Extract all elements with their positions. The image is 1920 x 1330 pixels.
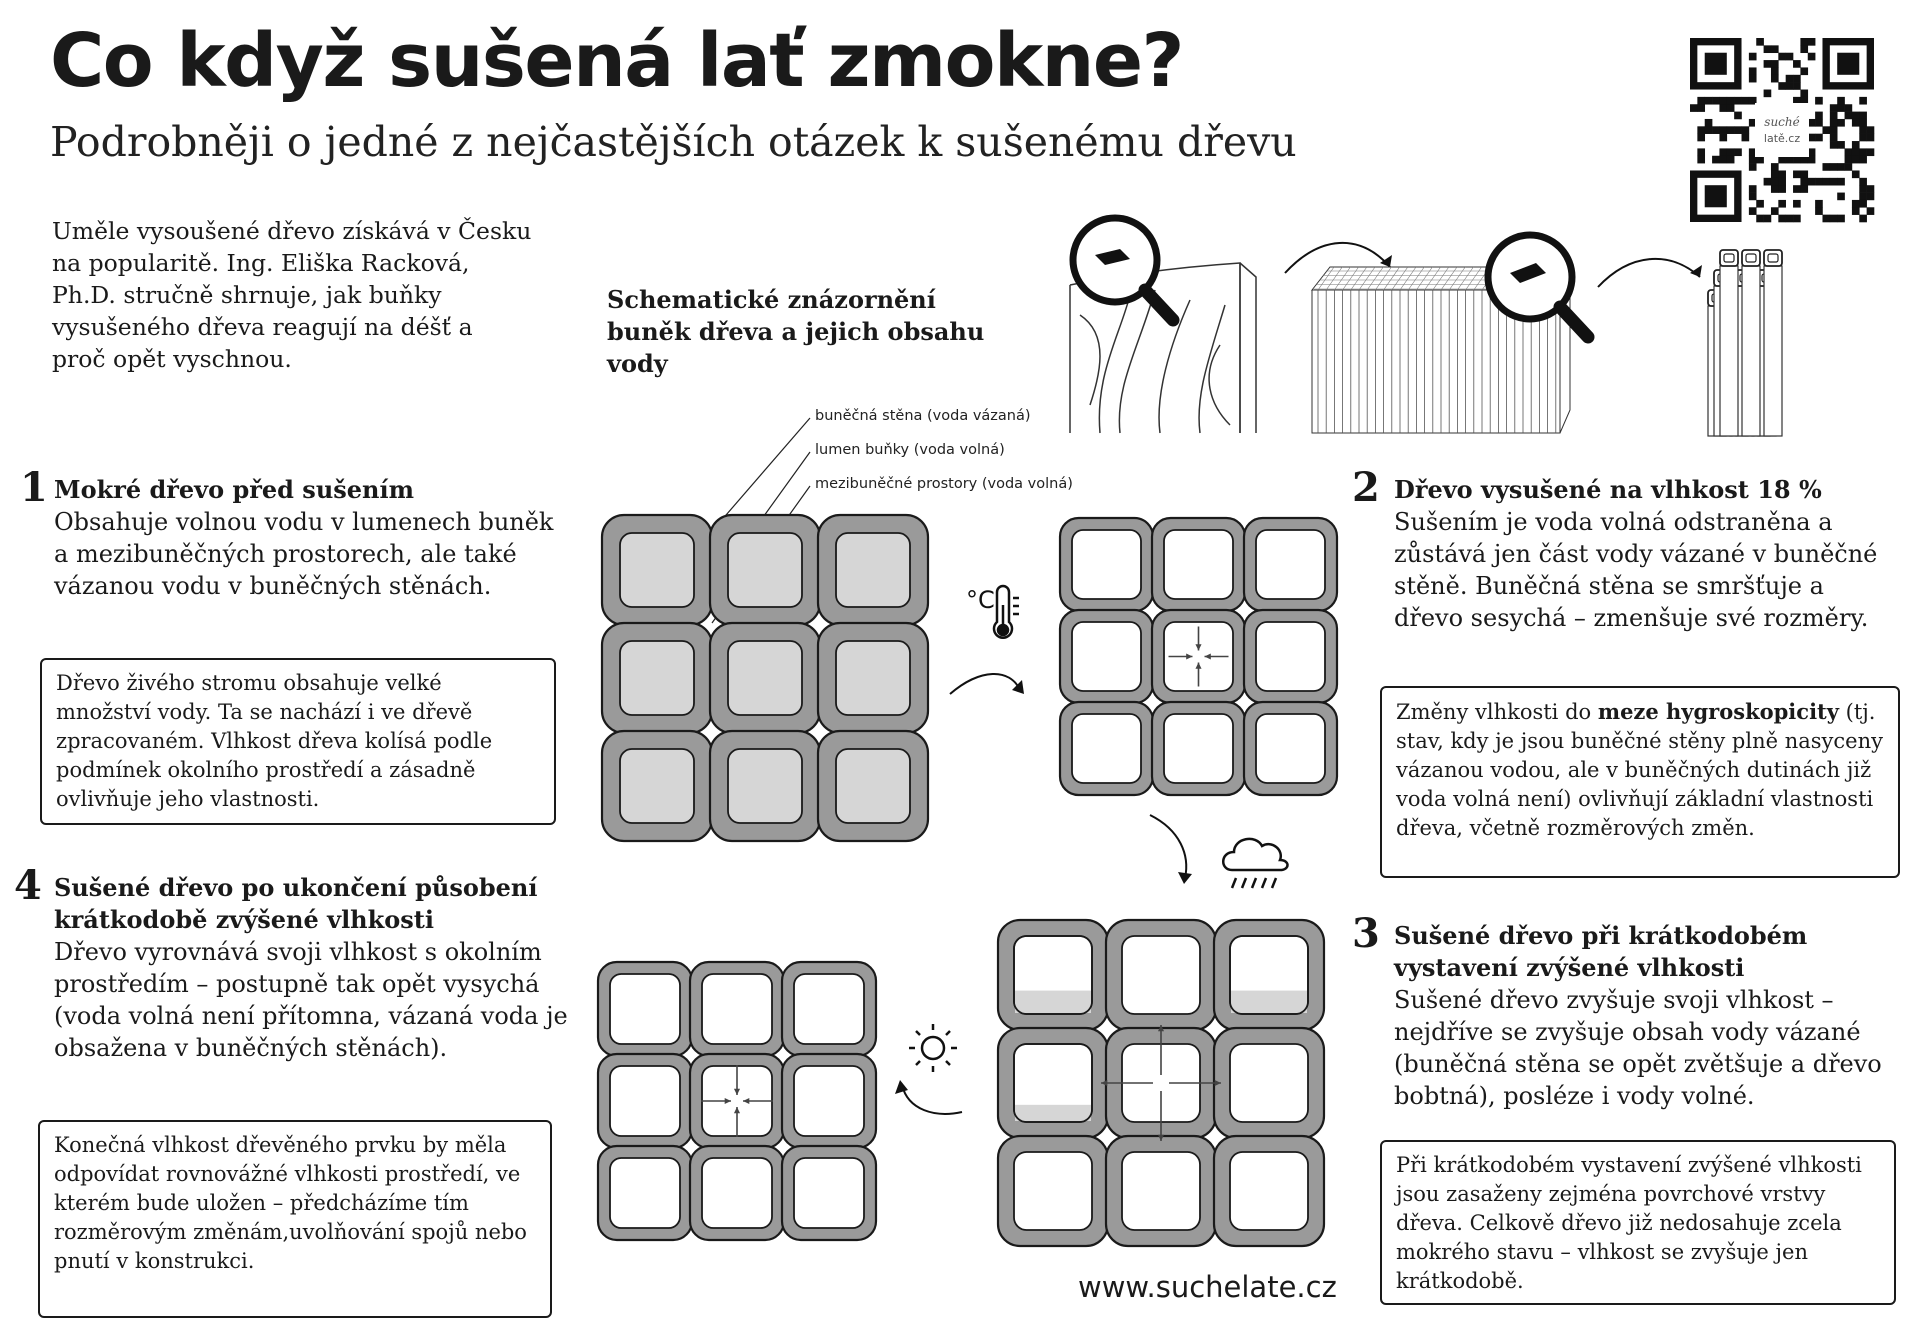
magnifier-icon [1484,231,1595,344]
legend-cell-wall: buněčná stěna (voda vázaná) [815,408,1031,424]
arrow-3-to-4 [901,1084,963,1115]
schema-title: Schematické znázornění buněk dřeva a jej… [607,285,985,378]
wood-cell [1104,1134,1218,1248]
wood-cell [1058,700,1155,797]
qr-code-icon: suché latě.cz [1690,38,1875,223]
arrow-heads [895,680,1192,1094]
note-box-4: Konečná vlhkost dřevěného prvku by měla … [38,1120,552,1318]
wood-cell [780,1052,878,1150]
thermometer-icon: °C [966,584,1019,639]
wood-illustrations [1069,214,1783,437]
wood-cell [596,1144,694,1242]
section-heading: Sušené dřevo po ukončení působení krátko… [54,873,538,934]
arrow-2-to-3 [1149,814,1188,879]
wood-cell [1104,918,1218,1032]
wood-cell [1058,516,1155,613]
note-text: Změny vlhkosti do [1396,700,1598,724]
wood-cell [1150,700,1247,797]
wood-cell [688,960,786,1058]
wood-cell [708,729,822,843]
wood-cell [780,960,878,1058]
wood-cell [996,1026,1110,1140]
note-box-3: Při krátkodobém vystavení zvýšené vlhkos… [1380,1140,1896,1305]
wood-cell [1242,608,1339,705]
website-url: www.suchelate.cz [1078,1270,1337,1304]
intro-text: Uměle vysoušené dřevo získává v Česku na… [52,217,532,373]
wood-cell [708,513,822,627]
section-body: Obsahuje volnou vodu v lumenech buněk a … [54,508,554,600]
arrow-1-to-2 [949,673,1021,695]
section-heading: Dřevo vysušené na vlhkost 18 % [1394,475,1822,504]
cell-grid-dried [1058,516,1339,797]
wood-cell [708,621,822,735]
svg-text:°C: °C [966,586,995,614]
wood-cell [688,1144,786,1242]
cell-tubes-illustration [1707,249,1783,437]
note-emphasis: meze hygroskopicity [1597,699,1839,724]
section-body: Sušené dřevo zvyšuje svoji vlhkost – nej… [1394,986,1882,1110]
section-number: 2 [1352,464,1380,511]
wood-cell [600,729,714,843]
wood-cell [780,1144,878,1242]
wood-cell [688,1052,786,1150]
wood-cell [996,1134,1110,1248]
section-heading: Mokré dřevo před sušením [54,475,415,504]
section-1: 1 Mokré dřevo před sušením Obsahuje voln… [20,464,560,602]
wood-cell [1212,918,1326,1032]
wood-cell [1212,1134,1326,1248]
sun-icon [909,1024,957,1072]
section-4: 4 Sušené dřevo po ukončení působení krát… [14,862,574,1064]
section-number: 4 [14,862,42,909]
wood-cell [816,729,930,843]
wood-cell [1242,700,1339,797]
section-number: 3 [1352,910,1380,957]
note-text: (tj. stav, kdy je jsou buněčné stěny pln… [1396,700,1883,840]
cell-grid-wet [600,513,930,843]
flow-arrows [901,673,1188,1115]
rain-cloud-icon [1222,837,1289,889]
page-title: Co když sušená lať zmokne? [50,18,1184,104]
wood-cell [1212,1026,1326,1140]
cell-grid-rewetted [996,918,1326,1248]
wood-cell [816,513,930,627]
section-body: Dřevo vyrovnává svoji vlhkost s okolním … [54,938,568,1062]
wood-cell [816,621,930,735]
page-subtitle: Podrobněji o jedné z nejčastějších otáze… [50,118,1297,166]
wood-cell [600,621,714,735]
note-box-1: Dřevo živého stromu obsahuje velké množs… [40,658,556,825]
wood-block-illustration [1310,266,1573,434]
cell-grid-redried [596,960,878,1242]
note-box-2: Změny vlhkosti do meze hygroskopicity (t… [1380,686,1900,878]
magnifier-icon [1069,214,1180,327]
wood-cell [996,918,1110,1032]
wood-cell [1242,516,1339,613]
wood-cell [1150,516,1247,613]
legend-intercellular: mezibuněčné prostory (voda volná) [815,476,1073,492]
section-heading: Sušené dřevo při krátkodobém vystavení z… [1394,921,1808,982]
wood-cell [596,960,694,1058]
section-2: 2 Dřevo vysušené na vlhkost 18 % Sušením… [1352,464,1892,634]
wood-cell [596,1052,694,1150]
arrow-plank-to-block [1284,242,1391,274]
legend-cell-lumen: lumen buňky (voda volná) [815,442,1005,458]
section-3: 3 Sušené dřevo při krátkodobém vystavení… [1352,910,1892,1112]
arrow-block-to-cells [1597,257,1701,288]
wood-cell [1058,608,1155,705]
wood-cell [600,513,714,627]
svg-text:latě.cz: latě.cz [1764,132,1800,145]
wood-cell [1150,608,1247,705]
qr-logo: suché [1764,115,1799,129]
section-body: Sušením je voda volná odstraněna a zůstá… [1394,508,1878,632]
section-number: 1 [20,464,48,511]
